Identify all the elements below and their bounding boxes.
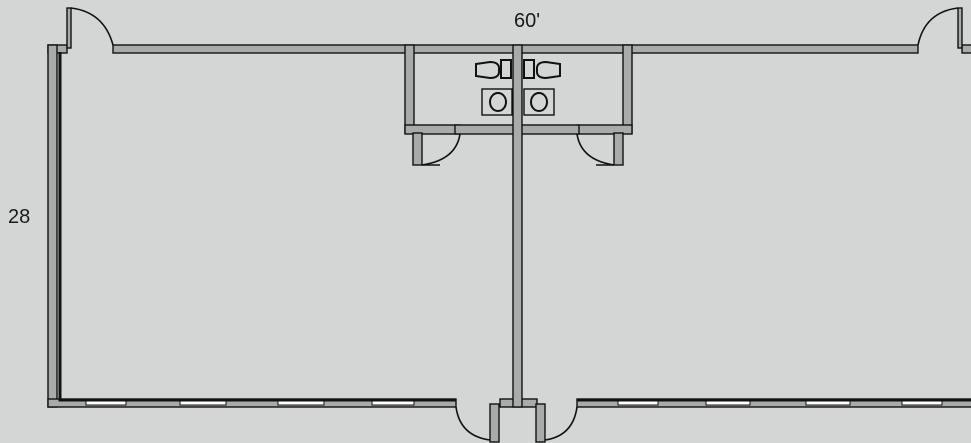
top-wall-right-stub [961,44,971,54]
window-pane [617,400,659,406]
door-swing [455,406,491,441]
corner-door-jamb-left [66,7,72,49]
entry-door-jamb-right [535,403,546,443]
demising-wall [512,44,523,408]
window-pane [277,400,325,406]
window-pane [85,400,127,406]
restroom-right-return [576,124,633,135]
restroom-door-jamb-right [613,132,624,166]
sink-counter-icon [523,88,555,116]
window-pane [901,400,943,406]
door-swing [917,7,959,46]
restroom-door-jamb-left [412,132,423,166]
sink-icon [530,92,548,112]
width-dimension-label: 60' [514,10,541,32]
door-swing [421,133,461,166]
sink-counter-icon [481,88,513,116]
window-pane [371,400,415,406]
left-wall-inner-line [58,52,456,402]
window-pane [179,400,227,406]
door-swing [576,133,615,166]
toilet-icon [535,60,561,80]
window-pane [805,400,851,406]
restroom-right-wall [622,44,633,134]
restroom-left-wall [404,44,415,134]
toilet-tank-icon [523,59,535,79]
window-pane [705,400,751,406]
sink-icon [489,92,507,112]
corner-door-jamb-right [957,7,963,49]
toilet-icon [475,60,501,80]
entry-door-jamb-left [489,403,500,443]
door-swing [70,7,114,46]
door-swing [544,406,578,441]
toilet-tank-icon [500,59,512,79]
depth-dimension-label: 28 [8,206,31,228]
left-wall [47,44,58,408]
